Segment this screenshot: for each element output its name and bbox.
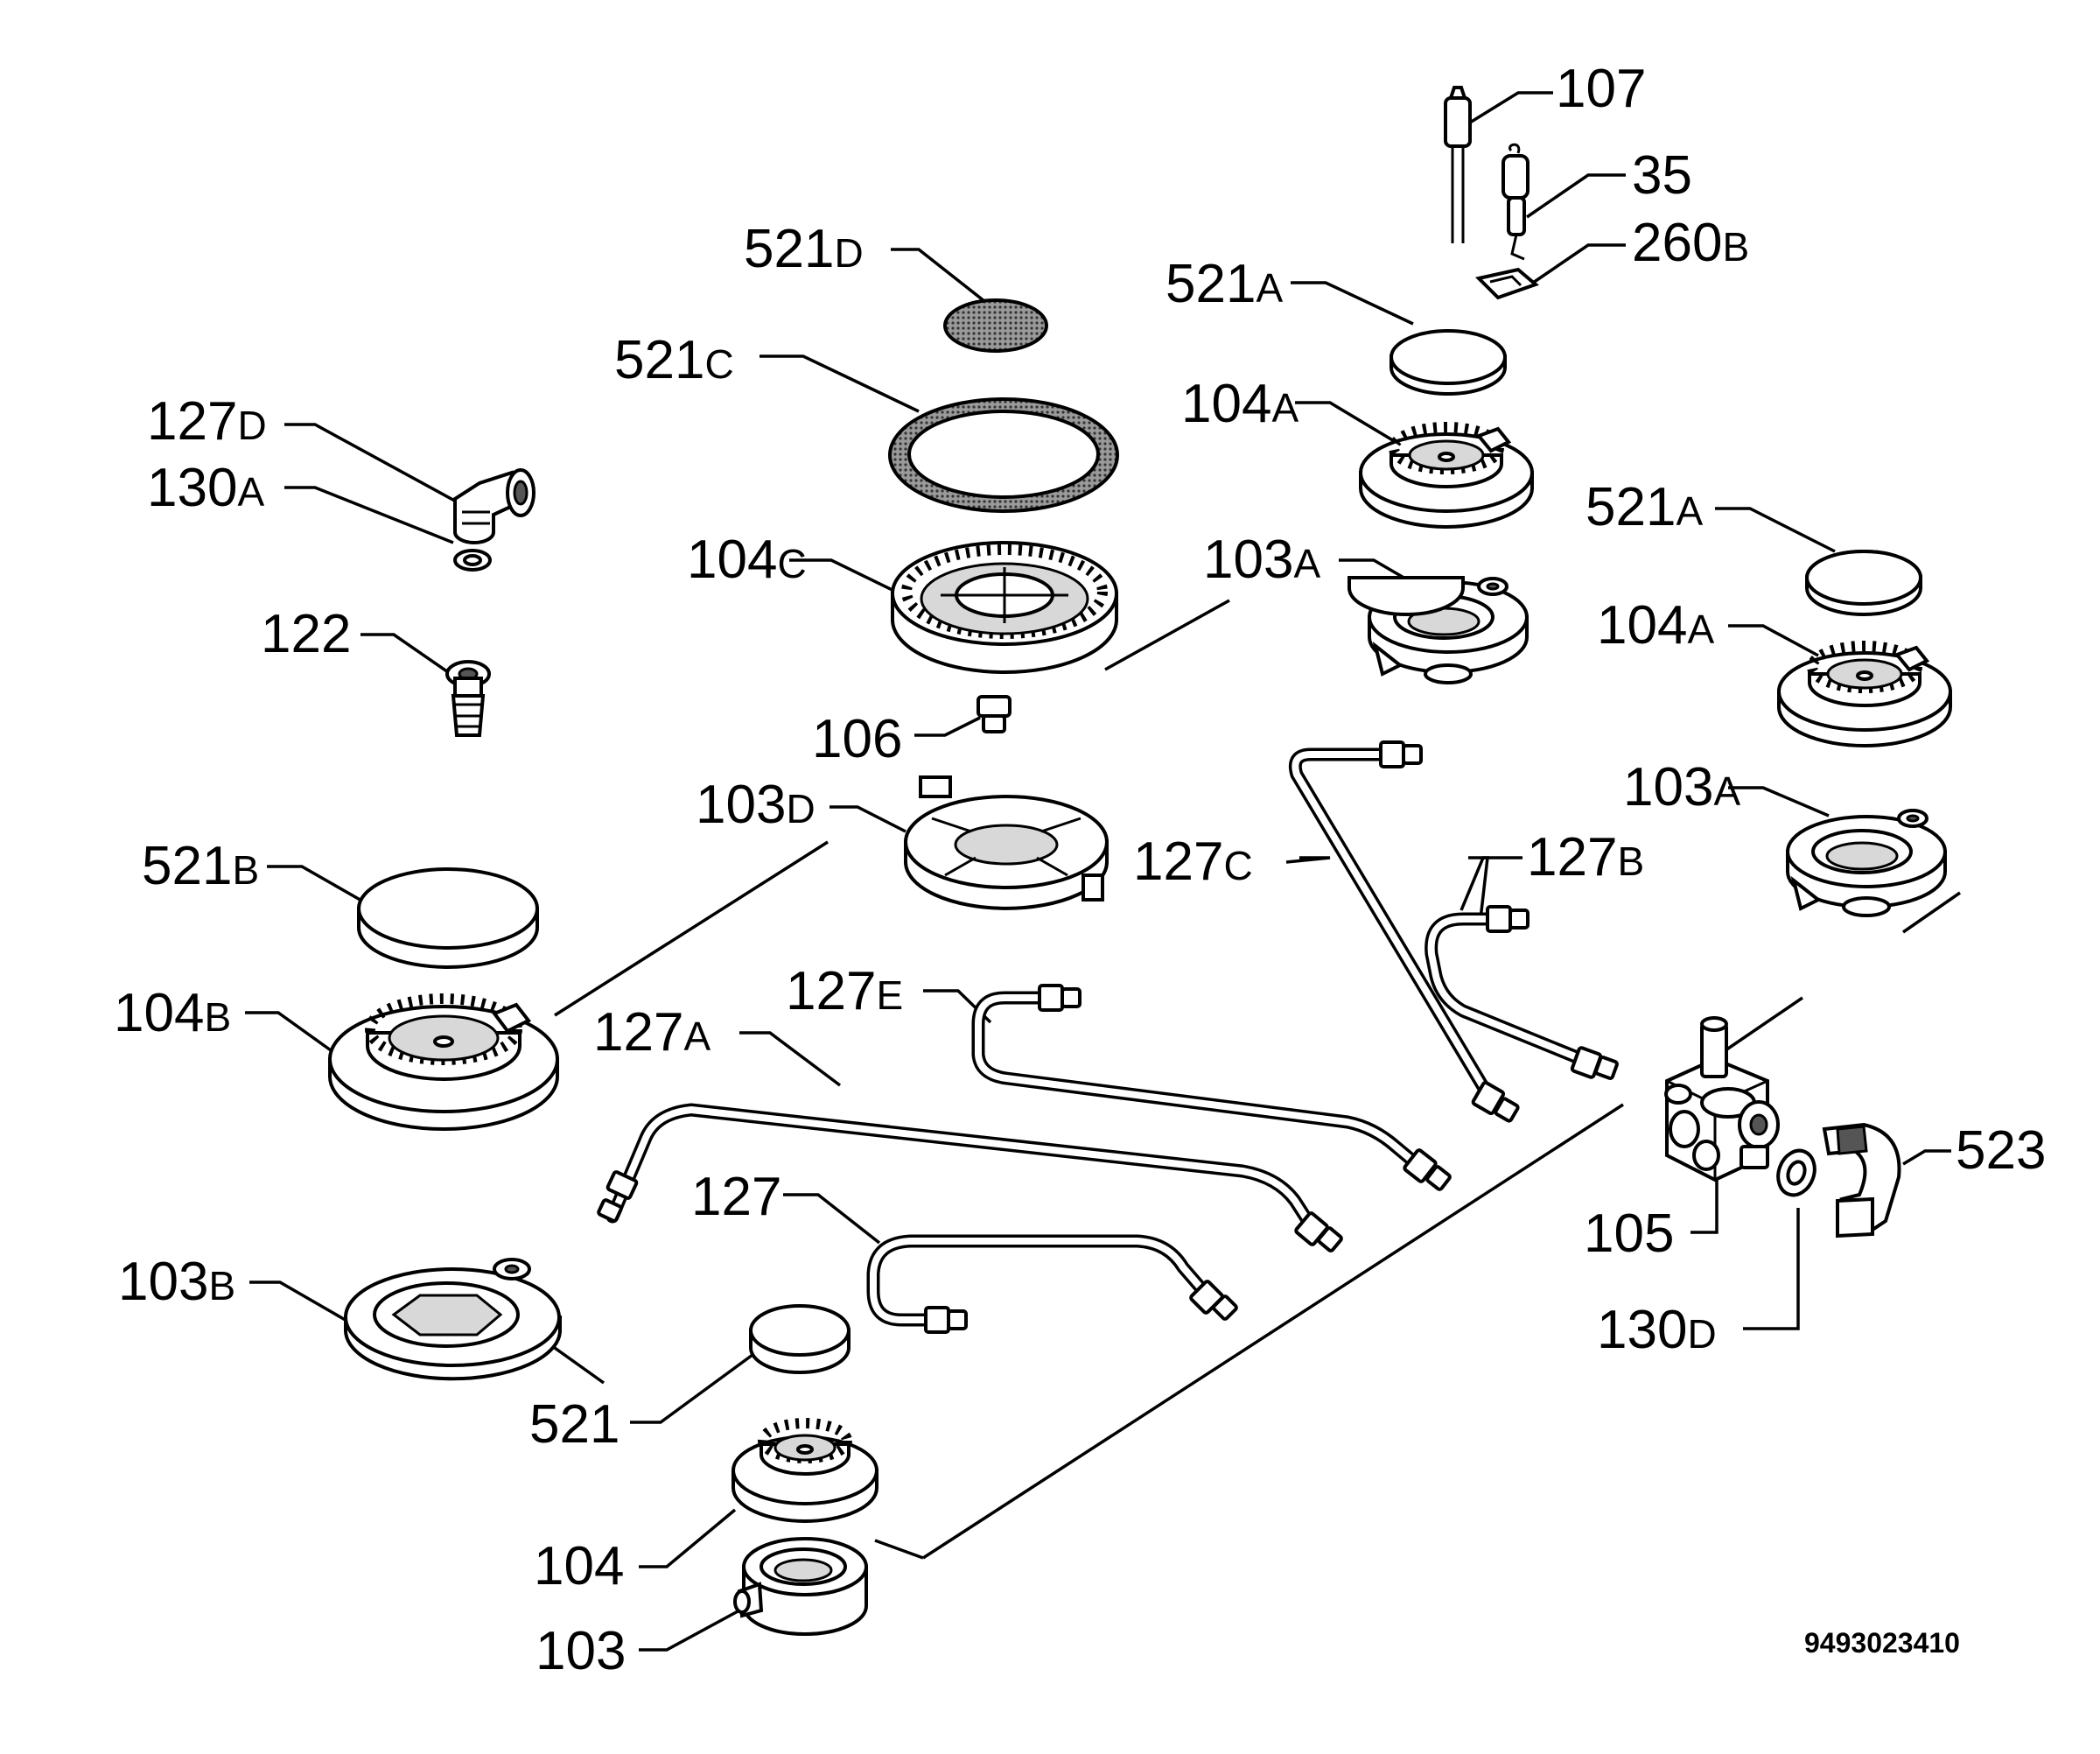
callout-107: 107 (1556, 59, 1646, 119)
washer-130a-part (453, 549, 492, 572)
callout-127e: 127E (786, 961, 903, 1021)
burner-104a-upper-part (1359, 422, 1534, 529)
callout-105: 105 (1584, 1203, 1674, 1264)
callout-130d: 130D (1597, 1300, 1717, 1360)
callout-127c: 127C (1133, 831, 1253, 892)
callout-521c: 521C (614, 330, 734, 390)
callout-260b: 260B (1632, 213, 1749, 273)
callout-523: 523 (1956, 1120, 2046, 1181)
thermocouple-probe-part (1444, 86, 1472, 243)
burner-104a-lower-part (1777, 641, 1952, 747)
callout-521d: 521D (744, 219, 864, 279)
burner-104-part (732, 1418, 878, 1523)
callout-103: 103 (536, 1621, 626, 1681)
callout-106: 106 (812, 709, 902, 769)
diagram-code: 9493023410 (1804, 1627, 1960, 1659)
burner-cap-521a-upper-part (1390, 329, 1507, 396)
callout-104: 104 (534, 1536, 624, 1596)
injector-106-part (976, 695, 1012, 733)
leader-lines (245, 91, 1951, 1652)
burner-base-103b-part (344, 1258, 562, 1381)
gas-tube-127b-part (1424, 905, 1619, 1080)
connector-122-part (445, 660, 491, 737)
burner-base-103-part (733, 1537, 868, 1636)
callout-104a-upper: 104A (1181, 374, 1298, 434)
mesh-cap-521d-part (943, 298, 1048, 353)
callout-127a: 127A (593, 1002, 710, 1063)
washer-130d-part (1776, 1148, 1816, 1197)
callout-521a-lower: 521A (1586, 477, 1703, 537)
burner-104b-part (328, 993, 559, 1131)
callout-130a: 130A (147, 458, 264, 518)
callout-103b: 103B (118, 1252, 235, 1312)
gas-tube-127e-part (971, 984, 1452, 1191)
callout-103d: 103D (696, 775, 816, 835)
gas-tube-127c-part (1288, 740, 1520, 1123)
burner-cap-521a-lower-part (1348, 550, 1922, 616)
callout-521b: 521B (142, 836, 259, 896)
callout-103a-lower: 103A (1623, 757, 1740, 817)
elbow-fitting-127d-part (453, 468, 536, 544)
burner-cap-521b-part (357, 867, 539, 969)
callout-103a-upper: 103A (1203, 530, 1320, 590)
callout-521a-upper: 521A (1166, 254, 1283, 314)
callout-127d: 127D (147, 391, 267, 452)
burner-base-103a-lower-part (1786, 809, 1947, 917)
burner-cap-521-part (749, 1304, 850, 1374)
callout-35: 35 (1632, 145, 1692, 206)
callout-521: 521 (529, 1394, 620, 1455)
burner-104c-part (891, 541, 1118, 674)
gas-tube-127-part (866, 1234, 1238, 1334)
callout-104b: 104B (114, 983, 231, 1043)
callout-labels: 107 35 260B 521D 521A 521C 104A 127D 130… (114, 59, 2046, 1681)
gas-valve-105-part (1664, 1016, 1780, 1182)
callout-104a-lower: 104A (1597, 595, 1714, 656)
callout-122: 122 (261, 604, 351, 664)
alignment-axis-lines (541, 599, 1961, 1560)
ignition-electrode-part (1502, 143, 1530, 261)
mesh-ring-521c-part (888, 397, 1119, 513)
clip-260b-part (1475, 267, 1539, 300)
callout-127: 127 (691, 1167, 781, 1227)
gas-tube-127a-part (597, 1103, 1343, 1252)
callout-104c: 104C (687, 530, 807, 590)
clamp-523-part (1822, 1122, 1901, 1238)
burner-base-103d-part (904, 775, 1109, 910)
callout-127b: 127B (1527, 827, 1644, 888)
